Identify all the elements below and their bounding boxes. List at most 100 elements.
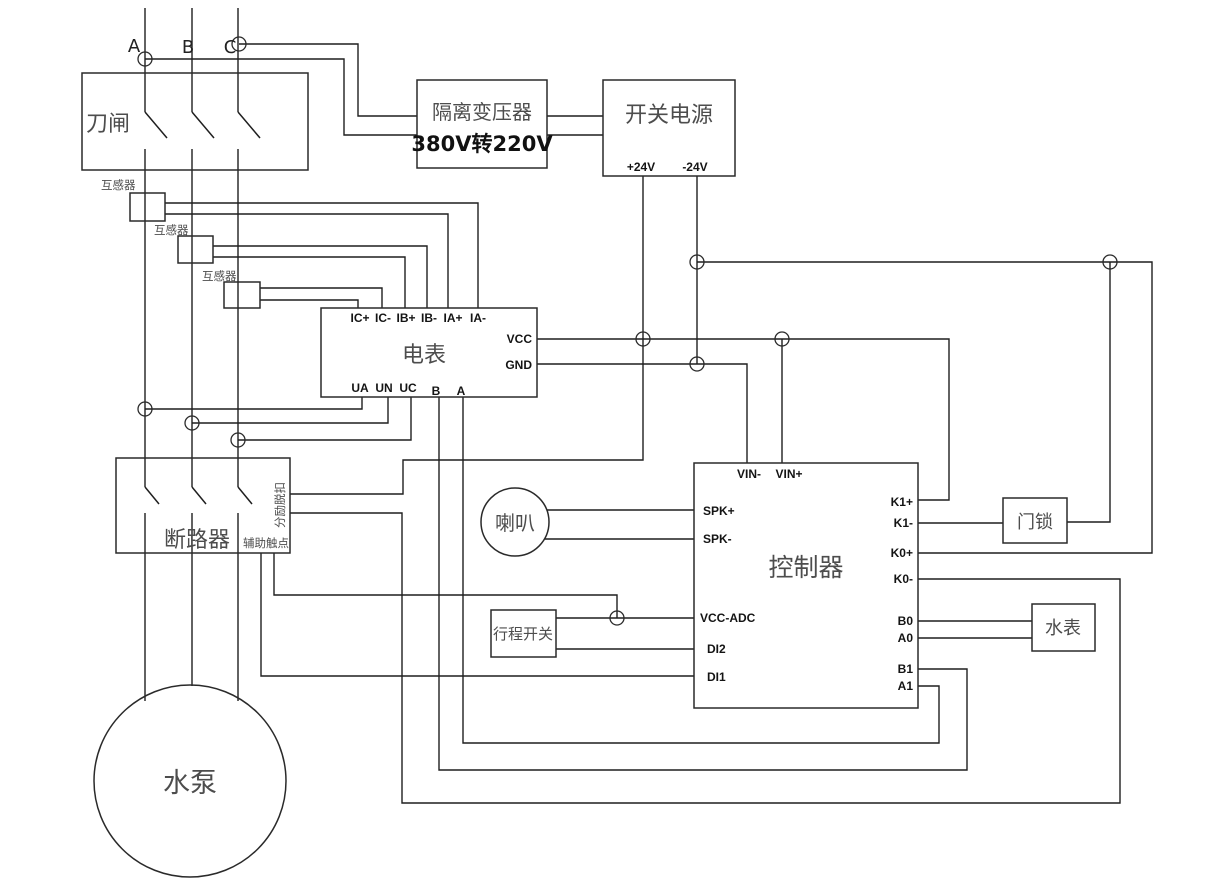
ctrl-term-k0-plus: K0+ [891, 546, 913, 560]
wire-doorlock-right-drop [1067, 262, 1111, 523]
transformer-box [416, 79, 548, 169]
meter-term-uc: UC [399, 381, 417, 395]
wire-ct1-to-ia-minus [165, 202, 479, 308]
ctrl-term-a1: A1 [898, 679, 914, 693]
wire-ua-tap [145, 397, 363, 410]
wire-aux-contact-to-di1 [260, 553, 694, 677]
limit-switch-label: 行程开关 [493, 625, 553, 643]
power-supply-label: 开关电源 [625, 103, 713, 128]
ctrl-term-b1: B1 [898, 662, 914, 676]
meter-term-ic-plus: IC+ [350, 311, 369, 325]
knife-switch-blade-b [191, 111, 215, 139]
connection-nodes [137, 36, 1118, 626]
wires [144, 8, 1153, 804]
water-meter-label: 水表 [1045, 618, 1081, 639]
power-supply-box [602, 79, 736, 177]
meter-term-ua: UA [351, 381, 369, 395]
psu-minus24-terminal: -24V [682, 160, 707, 174]
meter-term-ic-minus: IC- [375, 311, 391, 325]
node-vcc-plus24 [635, 331, 651, 347]
door-lock-box [1002, 497, 1068, 544]
node-phase-c-tap [231, 36, 247, 52]
meter-label: 电表 [402, 343, 446, 368]
controller-label: 控制器 [768, 553, 843, 582]
node-vccadc [609, 610, 625, 626]
psu-plus24-terminal: +24V [627, 160, 655, 174]
ctrl-term-k1-plus: K1+ [891, 495, 913, 509]
wire-tap-c-to-transformer [239, 43, 417, 117]
controller-box [693, 462, 919, 709]
wire-plus24-to-shunt-trip [290, 176, 644, 495]
speaker-circle [480, 487, 550, 557]
breaker-blade-c [237, 486, 253, 505]
ct2-box [177, 235, 214, 264]
meter-term-vcc: VCC [507, 332, 533, 346]
phase-c-label: C [224, 37, 237, 58]
meter-term-un: UN [375, 381, 392, 395]
meter-term-b: B [432, 384, 441, 398]
phase-b-label: B [182, 37, 194, 58]
pump-label: 水泵 [163, 768, 217, 799]
breaker-box [115, 457, 291, 554]
breaker-shunt-trip-label: 分励脱扣 [273, 482, 287, 528]
wire-ct1-to-ia-plus [165, 213, 449, 308]
ct1-box [129, 192, 166, 222]
ctrl-term-di2: DI2 [707, 642, 726, 656]
meter-term-ia-plus: IA+ [443, 311, 462, 325]
node-ua [137, 401, 153, 417]
knife-switch-label: 刀闸 [86, 112, 130, 137]
node-minus24-rail [689, 254, 705, 270]
wire-minus24-rail-to-k0plus [697, 261, 1153, 554]
wire-ct3-to-ic-plus [260, 299, 359, 308]
wire-uc-tap [238, 397, 412, 441]
ctrl-term-spk-plus: SPK+ [703, 504, 735, 518]
ct3-label: 互感器 [202, 269, 237, 283]
ctrl-term-di1: DI1 [707, 670, 726, 684]
wire-ct3-to-ic-minus [260, 287, 383, 308]
meter-box [320, 307, 538, 398]
breaker-blade-a [144, 486, 160, 505]
wire-gnd-rail-to-vinminus [537, 363, 748, 463]
breaker-label: 断路器 [164, 528, 230, 553]
door-lock-label: 门锁 [1017, 512, 1053, 533]
ctrl-term-k1-minus: K1- [894, 516, 913, 530]
wire-k0minus-to-breaker [290, 512, 1121, 804]
ctrl-term-vcc-adc: VCC-ADC [700, 611, 756, 625]
meter-term-ia-minus: IA- [470, 311, 486, 325]
wire-ct2-to-ib-plus [213, 256, 406, 308]
ctrl-term-a0: A0 [898, 631, 914, 645]
limit-switch-box [490, 609, 557, 658]
knife-switch-blade-c [237, 111, 261, 139]
meter-term-ib-plus: IB+ [396, 311, 415, 325]
node-doorlock-rail [1102, 254, 1118, 270]
transformer-name: 隔离变压器 [432, 100, 532, 124]
node-un [184, 415, 200, 431]
switch-blades [144, 111, 261, 505]
meter-term-gnd: GND [505, 358, 532, 372]
wire-tap-a-to-transformer [145, 58, 417, 136]
node-phase-a-tap [137, 51, 153, 67]
node-gnd-minus24 [689, 356, 705, 372]
node-vcc-vinplus [774, 331, 790, 347]
phase-a-label: A [128, 36, 141, 57]
node-uc [230, 432, 246, 448]
ctrl-term-spk-minus: SPK- [703, 532, 732, 546]
wire-aux-contact-to-vccadc [273, 553, 618, 618]
wire-un-tap [192, 397, 389, 424]
wire-ct2-to-ib-minus [213, 245, 428, 308]
ct3-box [223, 281, 261, 309]
ct2-label: 互感器 [154, 223, 189, 237]
ctrl-term-vin-minus: VIN- [737, 467, 761, 481]
knife-switch-blade-a [144, 111, 168, 139]
ctrl-term-vin-plus: VIN+ [775, 467, 802, 481]
meter-term-ib-minus: IB- [421, 311, 437, 325]
breaker-blade-b [191, 486, 207, 505]
wire-vcc-rail-to-k1plus [537, 338, 950, 501]
wire-a1-to-meter-a [462, 397, 940, 744]
wire-b1-to-meter-b [438, 397, 968, 771]
ct1-label: 互感器 [101, 178, 136, 192]
speaker-label: 喇叭 [495, 511, 535, 535]
ctrl-term-k0-minus: K0- [894, 572, 913, 586]
